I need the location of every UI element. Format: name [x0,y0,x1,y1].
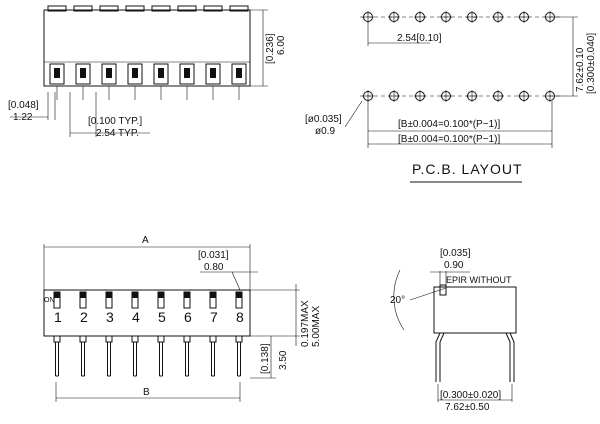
front-dim-a: A [142,235,149,246]
front-leg-shoulder [183,335,191,343]
front-top-mm: 0.80 [204,262,224,273]
front-switch-actuator [158,292,164,298]
side-dim-in: [0.035] [440,248,471,259]
front-leg-mm: 3.50 [278,350,289,370]
front-leg-shoulder [157,335,165,343]
front-pin-number: 4 [132,309,141,325]
top-switch-knob [54,68,60,78]
front-leg-shoulder [235,335,243,343]
front-leg-shoulder [131,335,139,343]
top-pin-in: [0.048] [8,100,39,111]
top-pitch-mm: 2.54 TYP. [96,128,139,139]
front-top-in: [0.031] [198,250,229,261]
front-pin-number: 7 [210,309,219,325]
top-actuator-bump [125,5,145,12]
front-dim-b: B [143,387,150,398]
front-leg-shoulder [209,335,217,343]
side-dim-mm: 0.90 [444,260,464,271]
top-height-in: [0.236] [265,33,276,64]
front-pin-number: 8 [236,309,245,325]
front-switch-actuator [106,292,112,298]
pcb-pitch: 2.54[0.10] [397,33,442,44]
top-switch-slot [231,63,247,85]
front-leg-in: [0.138] [260,343,271,374]
front-switch-actuator [80,292,86,298]
top-actuator-bump [203,5,223,12]
front-leg-shoulder [105,335,113,343]
top-switch-knob [158,68,164,78]
pcb-b-in: [B±0.004=0.100*(P−1)] [398,119,500,130]
side-label: EPIR WITHOUT [446,275,512,285]
top-actuator-bump [99,5,119,12]
front-view: A [0.031] 0.80 ON 1 2 3 4 5 6 7 8 0.197MAX 5.00… [43,235,322,402]
top-actuator-bump [73,5,93,12]
pcb-row-in: [0.300±0.040] [586,33,597,94]
front-body-mm: 5.00MAX [311,306,322,347]
pcb-hole-in: [ø0.035] [305,114,342,125]
top-pitch-in: [0.100 TYP.] [88,116,142,127]
top-pin-mm: 1.22 [13,112,33,123]
top-actuator-bump [47,5,67,12]
front-view-body [43,289,251,337]
pcb-layout-title: P.C.B. LAYOUT [412,161,523,177]
front-body-in: 0.197MAX [300,300,311,347]
top-actuator-bump [151,5,171,12]
front-switch-actuator [132,292,138,298]
pcb-row-mm: 7.62±0.10 [575,47,586,92]
top-switch-knob [184,68,190,78]
front-marking: ON [44,297,55,304]
front-switch-actuator [210,292,216,298]
side-bottom-mm: 7.62±0.50 [445,402,490,413]
side-bottom-in: [0.300±0.020] [440,390,501,401]
top-height-mm: 6.00 [276,35,287,55]
top-view: [0.236] 6.00 [0.100 TYP.] 2.54 TYP. [0.0… [8,5,287,139]
top-switch-slot [49,63,65,85]
pcb-b-mm: [B±0.004=0.100*(P−1)] [398,134,500,145]
top-switch-slot [75,63,91,85]
top-switch-knob [210,68,216,78]
side-view-body [433,286,517,334]
top-switch-slot [179,63,195,85]
top-switch-knob [106,68,112,78]
side-angle: 20° [390,295,405,306]
front-leg-shoulder [53,335,61,343]
front-pin-number: 3 [106,309,115,325]
side-view: [0.035] 0.90 EPIR WITHOUT 20° [0.300±0.0… [390,248,517,413]
front-pin-number: 5 [158,309,167,325]
top-switch-slot [127,63,143,85]
pcb-hole-mm: ø0.9 [315,126,335,137]
front-pin-number: 1 [54,309,63,325]
top-switch-slot [101,63,117,85]
top-switch-slot [153,63,169,85]
top-view-body [43,9,251,87]
top-switch-knob [236,68,242,78]
front-pin-number: 2 [80,309,89,325]
pcb-layout: 2.54[0.10] 7.62±0.10 [0.300±0.040] [ø0.0… [305,11,597,183]
top-actuator-bump [177,5,197,12]
front-switch-actuator [54,292,60,298]
top-actuator-bump [229,5,249,12]
front-switch-actuator [184,292,190,298]
front-leg-shoulder [79,335,87,343]
top-switch-knob [80,68,86,78]
top-switch-slot [205,63,221,85]
top-switch-knob [132,68,138,78]
front-pin-number: 6 [184,309,193,325]
front-switch-actuator [236,292,242,298]
